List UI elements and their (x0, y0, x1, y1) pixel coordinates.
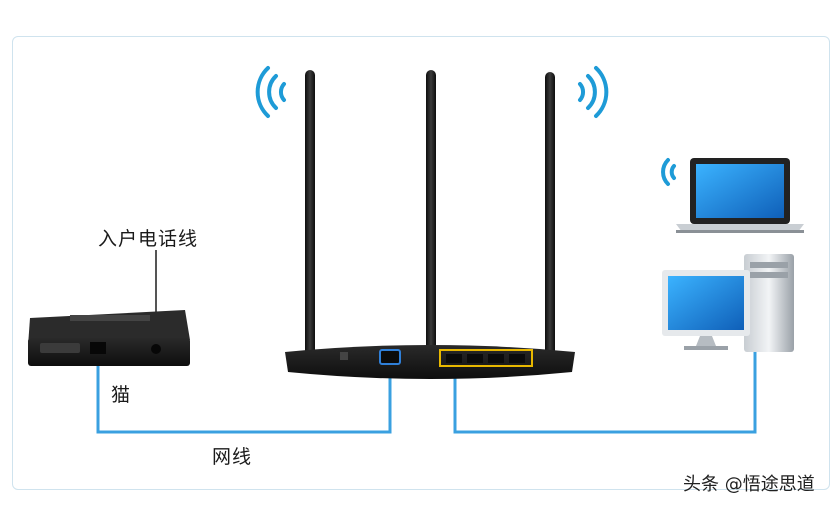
router-device (285, 70, 575, 379)
phone-line-label: 入户电话线 (98, 228, 199, 250)
antenna-left (305, 70, 315, 360)
wifi-waves-icon (255, 66, 286, 118)
antenna-center (426, 70, 436, 360)
wan-port (379, 349, 401, 365)
watermark: 头条 @悟途思道 (683, 474, 815, 495)
modem-device (28, 310, 190, 366)
network-cable-label: 网线 (212, 446, 253, 468)
diagram-frame (12, 36, 830, 490)
wifi-waves-icon (578, 66, 609, 118)
modem-label: 猫 (111, 384, 132, 406)
laptop-device (676, 158, 804, 233)
wifi-waves-icon (661, 158, 676, 186)
antenna-right (545, 72, 555, 362)
cable-modem-to-router (96, 350, 392, 434)
pc-tower (744, 254, 794, 352)
cable-router-to-pc (453, 352, 757, 434)
desktop-pc-device (662, 254, 794, 352)
lan-ports (439, 349, 533, 367)
